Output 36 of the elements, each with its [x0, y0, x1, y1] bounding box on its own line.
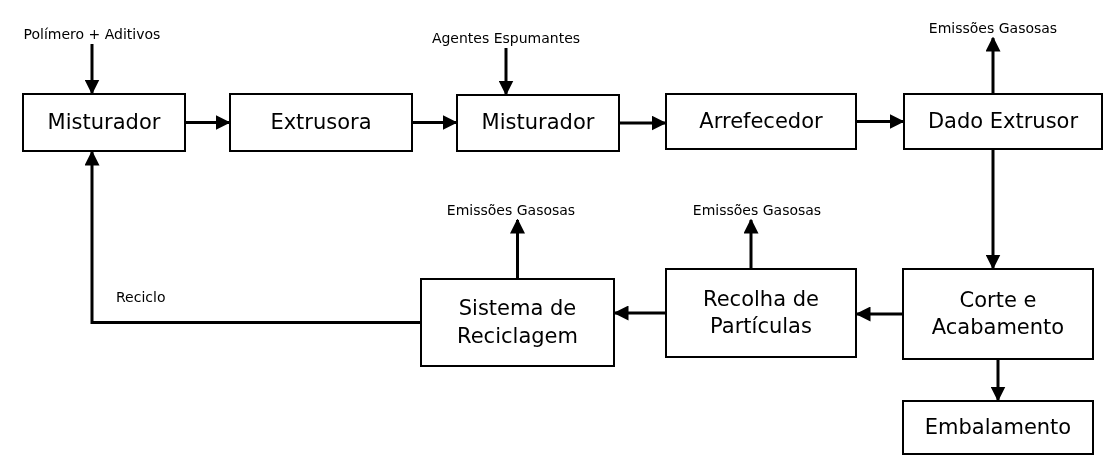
- arrow: [620, 115, 667, 131]
- process-box: [229, 93, 413, 152]
- process-label: Sistema de Reciclagem: [456, 295, 579, 350]
- process-box: [456, 94, 620, 152]
- process-box: [902, 268, 1094, 360]
- process-label: Corte e Acabamento: [930, 286, 1066, 341]
- process-label: Arrefecedor: [699, 107, 823, 135]
- arrow: [186, 115, 231, 130]
- arrow: [985, 150, 1001, 270]
- stream-label: Agentes Espumantes: [420, 28, 592, 48]
- arrow: [510, 218, 525, 278]
- process-box: [22, 93, 186, 152]
- arrow: [413, 115, 458, 130]
- arrow: [857, 114, 905, 129]
- process-label: Misturador: [481, 109, 595, 137]
- arrow: [498, 48, 514, 96]
- arrow: [84, 44, 100, 95]
- process-label: Embalamento: [924, 413, 1072, 441]
- process-box: [665, 93, 857, 150]
- stream-label: Emissões Gasosas: [426, 200, 596, 220]
- edge-label: Reciclo: [116, 288, 166, 305]
- arrow: [990, 360, 1006, 402]
- arrow: [985, 36, 1001, 93]
- arrow: [743, 218, 759, 268]
- process-box: [903, 93, 1103, 150]
- process-label: Dado Extrusor: [927, 107, 1079, 135]
- process-label: Misturador: [47, 108, 161, 136]
- process-box: [420, 278, 615, 367]
- process-label: Extrusora: [270, 108, 372, 136]
- process-label: Recolha de Partículas: [702, 285, 820, 340]
- arrow: [84, 150, 420, 324]
- process-box: [902, 400, 1094, 455]
- stream-label: Emissões Gasosas: [672, 200, 842, 220]
- stream-label: Emissões Gasosas: [910, 18, 1076, 38]
- stream-label: Polímero + Aditivos: [8, 24, 176, 44]
- process-box: [665, 268, 857, 358]
